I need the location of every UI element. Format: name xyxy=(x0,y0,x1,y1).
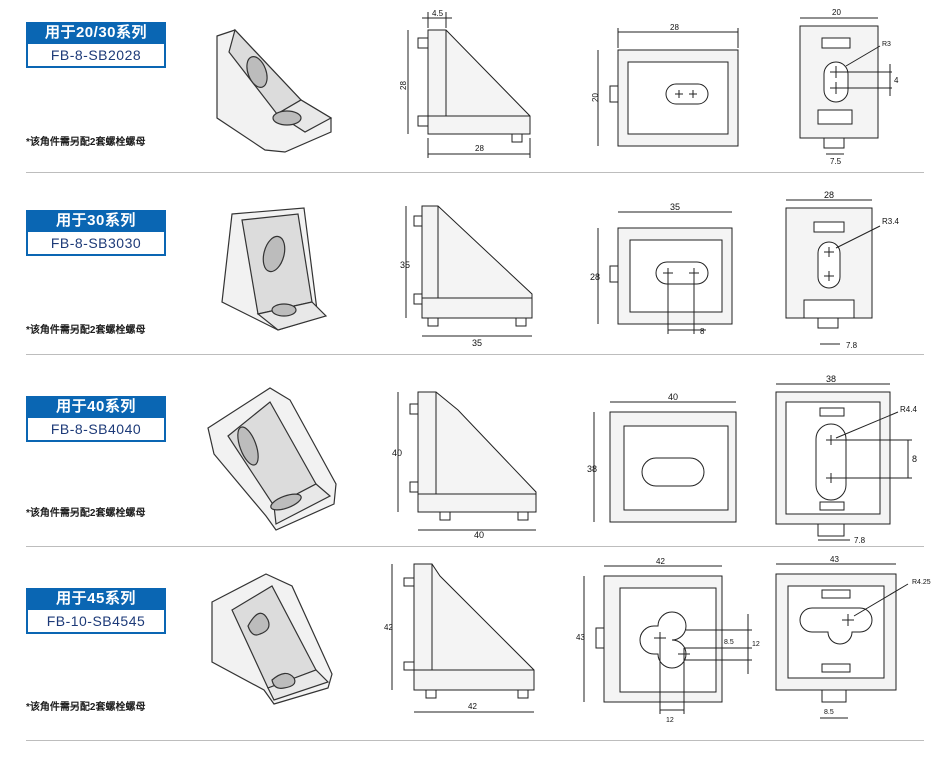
side-view: 4.5 28 28 xyxy=(399,9,531,158)
product-row-3: 用于40系列 FB-8-SB4040 *该角件需另配2套螺栓螺母 40 40 xyxy=(0,358,950,546)
side-view: 35 35 xyxy=(400,205,533,348)
row-divider xyxy=(26,740,924,741)
product-row-2: 用于30系列 FB-8-SB3030 *该角件需另配2套螺栓螺母 35 35 xyxy=(0,176,950,354)
dim-height: 43 xyxy=(576,633,585,642)
dim-height: 40 xyxy=(392,448,402,458)
dim-height: 35 xyxy=(400,260,410,270)
row-divider xyxy=(26,546,924,547)
series-title: 用于45系列 xyxy=(26,588,166,610)
dim-bottom: 12 xyxy=(666,717,674,724)
dim-height: 28 xyxy=(590,272,600,282)
dim-width: 40 xyxy=(474,530,484,540)
model-code: FB-8-SB4040 xyxy=(26,418,166,442)
series-title: 用于40系列 xyxy=(26,396,166,418)
dim-width: 42 xyxy=(656,557,665,566)
end-view: 38 R4.4 8 7.8 xyxy=(775,374,917,545)
end-view: 43 R4.25 8.5 xyxy=(775,555,931,719)
isometric-view xyxy=(216,28,333,153)
dim-height: 38 xyxy=(587,464,597,474)
dim-top: 4.5 xyxy=(432,9,444,18)
assembly-note: *该角件需另配2套螺栓螺母 xyxy=(26,508,146,519)
side-view: 42 42 xyxy=(384,563,535,713)
front-view: 35 28 8 xyxy=(590,202,733,336)
dim-height: 20 xyxy=(591,93,600,102)
product-row-1: 用于20/30系列 FB-8-SB2028 *该角件需另配2套螺栓螺母 4. xyxy=(0,0,950,172)
dim-width: 43 xyxy=(830,555,839,564)
dim-radius: R3 xyxy=(882,41,891,48)
series-title: 用于30系列 xyxy=(26,210,166,232)
dim-width: 38 xyxy=(826,374,836,384)
dim-height: 42 xyxy=(384,623,393,632)
isometric-view xyxy=(207,387,337,531)
dim-radius: R4.25 xyxy=(912,579,931,586)
dim-width: 35 xyxy=(670,202,680,212)
dim-base: 7.8 xyxy=(846,341,858,350)
product-row-4: 用于45系列 FB-10-SB4545 *该角件需另配2套螺栓螺母 42 42 xyxy=(0,550,950,742)
dim-slot: 8 xyxy=(912,454,917,464)
end-view: 20 R3 4 7.5 xyxy=(799,8,899,166)
dim-slot: 8 xyxy=(700,327,705,336)
assembly-note: *该角件需另配2套螺栓螺母 xyxy=(26,325,146,336)
row-divider xyxy=(26,172,924,173)
dim-height: 28 xyxy=(399,81,408,90)
dim-width: 20 xyxy=(832,8,841,17)
assembly-note: *该角件需另配2套螺栓螺母 xyxy=(26,137,146,148)
model-code: FB-10-SB4545 xyxy=(26,610,166,634)
dim-width: 28 xyxy=(824,190,834,200)
dim-width: 35 xyxy=(472,338,482,348)
front-view: 40 38 xyxy=(587,392,737,523)
front-view: 28 20 xyxy=(591,23,739,147)
dim-d1: 8.5 xyxy=(724,639,734,646)
product-label-2: 用于30系列 FB-8-SB3030 xyxy=(26,210,166,256)
dim-base: 8.5 xyxy=(824,709,834,716)
product-label-1: 用于20/30系列 FB-8-SB2028 xyxy=(26,22,166,68)
dim-radius: R4.4 xyxy=(900,405,917,414)
isometric-view xyxy=(211,573,333,705)
assembly-note: *该角件需另配2套螺栓螺母 xyxy=(26,702,146,713)
row-divider xyxy=(26,354,924,355)
isometric-view xyxy=(221,207,328,331)
front-view: 42 43 8.5 12 12 xyxy=(576,557,760,724)
dim-base: 7.5 xyxy=(830,157,842,166)
model-code: FB-8-SB2028 xyxy=(26,44,166,68)
dim-width: 28 xyxy=(475,144,484,153)
product-label-3: 用于40系列 FB-8-SB4040 xyxy=(26,396,166,442)
dim-base: 7.8 xyxy=(854,536,866,545)
side-view: 40 40 xyxy=(392,391,537,540)
dim-radius: R3.4 xyxy=(882,217,899,226)
dim-d2: 12 xyxy=(752,641,760,648)
dim-width: 40 xyxy=(668,392,678,402)
dim-width: 42 xyxy=(468,702,477,711)
model-code: FB-8-SB3030 xyxy=(26,232,166,256)
end-view: 28 R3.4 7.8 xyxy=(785,190,899,350)
dim-slot: 4 xyxy=(894,76,899,85)
dim-width: 28 xyxy=(670,23,679,32)
series-title: 用于20/30系列 xyxy=(26,22,166,44)
product-label-4: 用于45系列 FB-10-SB4545 xyxy=(26,588,166,634)
